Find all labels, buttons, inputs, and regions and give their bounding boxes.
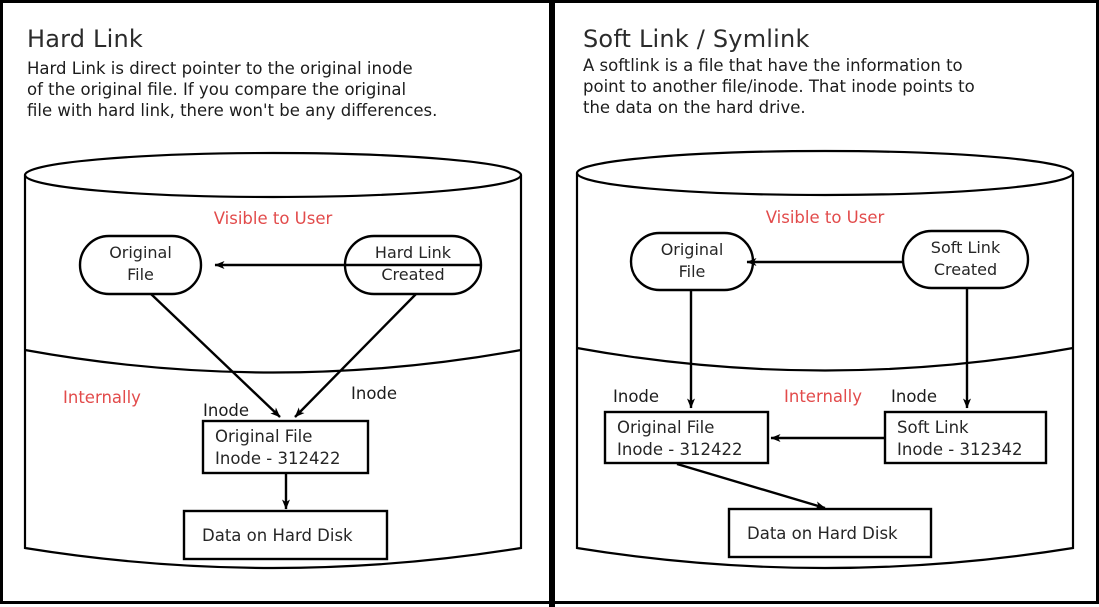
arrow-hardlink-to-inode: [294, 293, 417, 418]
node-original-file-right-line2: File: [679, 262, 706, 281]
panel-soft-link: Soft Link / Symlink A softlink is a file…: [555, 3, 1099, 607]
box-data-on-hard-disk-left[interactable]: Data on Hard Disk: [182, 509, 389, 561]
box-original-file-inode-right[interactable]: Original File Inode - 312422: [603, 410, 770, 465]
box-data-on-hard-disk-right[interactable]: Data on Hard Disk: [727, 507, 933, 559]
panel-description-soft-link: A softlink is a file that have the infor…: [583, 56, 975, 117]
edge-label-inode-right-left: Inode: [613, 387, 659, 406]
box-original-file-inode-right-line2: Inode - 312422: [617, 440, 742, 459]
box-data-on-hard-disk-left-label: Data on Hard Disk: [202, 526, 353, 545]
panel-title-soft-link: Soft Link / Symlink: [583, 25, 810, 53]
zone-label-visible-to-user-left: Visible to User: [214, 209, 333, 228]
soft-link-diagram: Visible to User Internally Original File…: [575, 149, 1075, 570]
panel-divider: [549, 3, 555, 607]
node-hard-link-created[interactable]: Hard Link Created: [343, 234, 483, 296]
zone-label-internally-right: Internally: [784, 387, 862, 406]
edge-label-inode-left: Inode: [203, 401, 249, 420]
node-original-file-right-line1: Original: [661, 240, 724, 259]
node-original-file-right[interactable]: Original File: [629, 231, 755, 292]
zone-label-internally-left: Internally: [63, 388, 141, 407]
box-soft-link-inode[interactable]: Soft Link Inode - 312342: [883, 410, 1048, 465]
panel-description-hard-link: Hard Link is direct pointer to the origi…: [27, 59, 438, 120]
box-soft-link-inode-line1: Soft Link: [897, 418, 969, 437]
node-original-file-left[interactable]: Original File: [78, 234, 203, 296]
arrow-original-to-inode: [150, 293, 281, 418]
node-hard-link-created-line2: Created: [381, 265, 444, 284]
cylinder-hard-link: [23, 151, 523, 570]
node-original-file-left-line2: File: [127, 265, 154, 284]
box-original-file-inode-right-line1: Original File: [617, 418, 714, 437]
node-hard-link-created-line1: Hard Link: [375, 243, 452, 262]
node-original-file-left-line1: Original: [109, 243, 172, 262]
cylinder-soft-link: [575, 149, 1075, 570]
node-soft-link-created-line2: Created: [934, 260, 997, 279]
arrow-inode-to-data-right: [676, 462, 826, 510]
zone-label-visible-to-user-right: Visible to User: [766, 208, 885, 227]
edge-label-inode-right-right: Inode: [891, 387, 937, 406]
box-soft-link-inode-line2: Inode - 312342: [897, 440, 1022, 459]
box-original-file-inode-left-line1: Original File: [215, 427, 312, 446]
panel-hard-link: Hard Link Hard Link is direct pointer to…: [3, 3, 549, 607]
box-original-file-inode-left[interactable]: Original File Inode - 312422: [201, 419, 370, 475]
hard-link-diagram: Visible to User Internally Original File…: [23, 151, 523, 570]
panel-title-hard-link: Hard Link: [27, 25, 144, 53]
edge-label-inode-right: Inode: [351, 384, 397, 403]
box-original-file-inode-left-line2: Inode - 312422: [215, 449, 340, 468]
node-soft-link-created[interactable]: Soft Link Created: [901, 229, 1030, 290]
node-soft-link-created-line1: Soft Link: [931, 238, 1001, 257]
box-data-on-hard-disk-right-label: Data on Hard Disk: [747, 524, 898, 543]
